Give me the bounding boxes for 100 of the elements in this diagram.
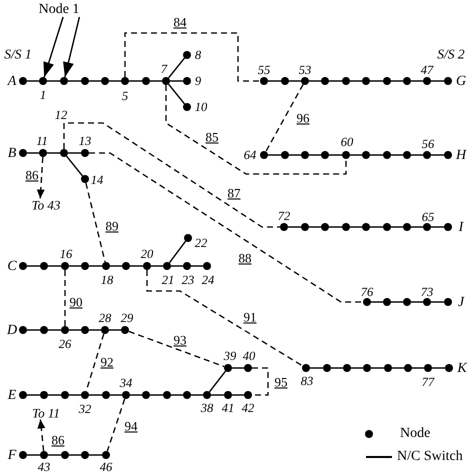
line <box>48 265 61 267</box>
line <box>309 80 321 82</box>
line <box>69 265 81 267</box>
line <box>431 226 444 228</box>
dashed-line <box>124 32 260 82</box>
line <box>27 80 39 82</box>
dashed-arrow <box>37 419 46 452</box>
bus-number: 77 <box>422 376 434 388</box>
node-dot <box>321 77 329 85</box>
line <box>151 265 163 267</box>
switch-number: 86 <box>52 434 64 446</box>
node-dot <box>403 151 411 159</box>
feeder-label: B <box>8 147 16 161</box>
bus-number: 83 <box>300 374 314 388</box>
line <box>370 80 383 82</box>
node-dot <box>321 223 329 231</box>
node-dot <box>61 391 69 399</box>
node-dot <box>183 391 191 399</box>
line <box>391 301 403 303</box>
dashed-line <box>252 367 269 396</box>
line <box>89 454 102 456</box>
line <box>392 367 404 369</box>
annotation-text: Node 1 <box>38 3 80 17</box>
switch-number: 88 <box>238 252 252 264</box>
line <box>89 394 102 396</box>
line <box>168 58 186 78</box>
node-dot <box>61 451 69 459</box>
node-dot <box>321 151 329 159</box>
bus-number: 64 <box>244 148 256 162</box>
bus-number: 53 <box>298 64 312 76</box>
line <box>350 154 362 156</box>
bus-number: 13 <box>78 134 92 148</box>
switch-number: 86 <box>26 168 38 182</box>
line <box>89 265 102 267</box>
line <box>310 367 323 369</box>
node-dot <box>323 364 331 372</box>
line <box>289 154 301 156</box>
bus-number: 76 <box>360 286 374 298</box>
line <box>351 367 363 369</box>
bus-number: 43 <box>38 460 50 474</box>
dashed-line <box>165 85 347 175</box>
line <box>130 265 143 267</box>
line <box>89 80 101 82</box>
bus-number: 26 <box>58 338 72 350</box>
switch-number: 91 <box>244 310 256 324</box>
line <box>191 265 203 267</box>
line <box>191 394 203 396</box>
node-dot <box>363 364 371 372</box>
bus-number: 8 <box>194 48 202 62</box>
bus-number: 56 <box>422 138 434 150</box>
node-dot <box>101 77 109 85</box>
line <box>110 265 122 267</box>
dashed-line <box>146 270 303 366</box>
dashed-line <box>106 398 126 452</box>
node-dot <box>81 77 89 85</box>
bus-number: 47 <box>420 64 434 76</box>
dashed-line <box>85 182 106 262</box>
line <box>411 301 423 303</box>
switch-number: 85 <box>206 130 218 144</box>
legend-label: N/C Switch <box>397 450 463 464</box>
node-dot <box>362 77 370 85</box>
node-dot <box>40 326 48 334</box>
node-dot <box>384 364 392 372</box>
node-dot <box>403 223 411 231</box>
line <box>47 152 60 154</box>
bus-number: 20 <box>140 248 154 260</box>
line <box>268 80 281 82</box>
line <box>431 301 444 303</box>
line <box>431 80 444 82</box>
line <box>130 394 142 396</box>
line <box>412 367 424 369</box>
line <box>109 329 121 331</box>
arrow <box>63 16 80 78</box>
dashed-line <box>89 152 363 303</box>
bus-number: 9 <box>194 74 202 88</box>
dashed-line <box>63 122 280 228</box>
node-dot <box>383 151 391 159</box>
line <box>371 301 383 303</box>
node-dot <box>343 364 351 372</box>
line <box>370 154 383 156</box>
line <box>150 394 163 396</box>
switch-number: 94 <box>124 420 138 432</box>
bus-number: 11 <box>36 134 48 148</box>
dashed-line <box>128 330 224 368</box>
line <box>309 226 321 228</box>
line <box>170 80 183 82</box>
node-dot <box>383 77 391 85</box>
bus-number: 1 <box>40 88 46 102</box>
bus-number: 23 <box>182 274 194 286</box>
substation-label: S/S 2 <box>437 47 465 61</box>
bus-number: 38 <box>200 402 214 414</box>
line <box>411 80 423 82</box>
line <box>432 367 445 369</box>
line <box>68 152 81 154</box>
line <box>109 80 121 82</box>
node-dot <box>301 151 309 159</box>
line <box>370 226 383 228</box>
node-dot <box>362 223 370 231</box>
node-dot <box>281 151 289 159</box>
node-dot <box>403 298 411 306</box>
